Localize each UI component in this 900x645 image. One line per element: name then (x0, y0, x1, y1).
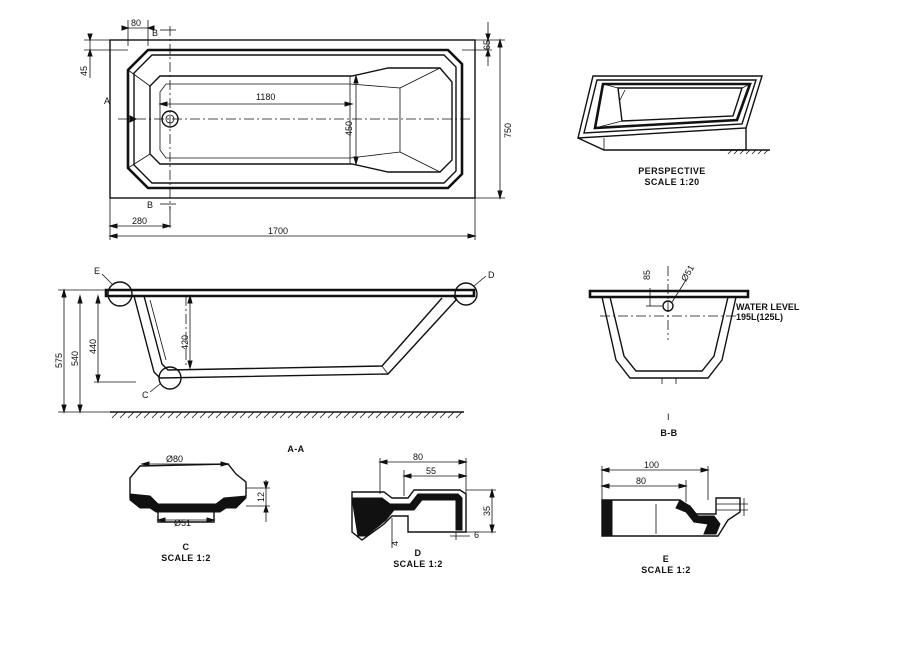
top-view: A B B 1700 280 750 65 (79, 18, 513, 240)
water-level-volume: 195L(125L) (736, 312, 783, 322)
top-view-inner-rim (126, 48, 464, 190)
detail-d-wall (351, 493, 463, 537)
detail-d-name: D (415, 548, 422, 558)
dim-height-total: 575 (54, 353, 64, 368)
section-bb-rim (588, 289, 750, 299)
perspective-rim-inner (593, 82, 752, 130)
perspective-skirt (577, 128, 747, 151)
perspective-view: PERSPECTIVE SCALE 1:20 (577, 75, 770, 187)
top-view-outer-rim (109, 39, 476, 199)
detail-d-thickness: 4 (390, 541, 400, 546)
detail-e-marker: E (94, 266, 100, 276)
top-view-corner-4 (127, 153, 151, 169)
section-b-bottom-marker: B (147, 200, 153, 210)
perspective-scale: SCALE 1:20 (644, 177, 699, 187)
top-view-corner-3 (127, 69, 151, 87)
top-view-corner-2 (399, 151, 441, 173)
detail-c-circle (158, 366, 182, 390)
dim-rim-top: 65 (482, 40, 492, 50)
detail-c-height: 12 (256, 492, 266, 502)
section-bb-caption: B-B (660, 428, 677, 438)
detail-d: 80 55 35 4 6 D SCALE 1:2 (351, 452, 496, 569)
detail-e: 100 80 E SCALE 1:2 (600, 460, 748, 575)
perspective-title: PERSPECTIVE (638, 166, 705, 176)
top-view-corner-1 (399, 67, 441, 89)
detail-d-width-outer: 80 (413, 452, 423, 462)
detail-c-top-dia: Ø80 (166, 454, 183, 464)
detail-e-scale: SCALE 1:2 (641, 565, 691, 575)
detail-d-flange: 6 (474, 530, 479, 540)
perspective-ground-hatch (727, 149, 769, 155)
detail-c-flange (129, 493, 247, 513)
section-aa: E D C 575 540 440 420 A-A (54, 266, 495, 454)
detail-c-bottom-dia: Ø51 (174, 518, 191, 528)
detail-e-width-inner: 80 (636, 476, 646, 486)
dim-height-rim: 540 (70, 351, 80, 366)
detail-c: Ø80 Ø51 12 C SCALE 1:2 (129, 454, 270, 563)
dim-overflow-height: 85 (642, 270, 652, 280)
perspective-basin-floor (617, 87, 743, 122)
section-bb-inner-shell (609, 296, 729, 372)
detail-d-width-inner: 55 (426, 466, 436, 476)
detail-e-rim-section (675, 499, 721, 535)
detail-e-width-outer: 100 (644, 460, 659, 470)
dim-waste-offset: 280 (132, 216, 147, 226)
detail-c-marker: C (142, 390, 149, 400)
section-a-marker: A (104, 96, 110, 106)
detail-e-wall (601, 499, 613, 537)
detail-d-circle (454, 282, 478, 306)
dim-rim-end: 80 (131, 18, 141, 28)
water-level-label: WATER LEVEL (736, 302, 800, 312)
dim-rim-side: 45 (79, 66, 89, 76)
dim-inner-width: 450 (344, 121, 354, 136)
detail-c-scale: SCALE 1:2 (161, 553, 211, 563)
dim-depth: 420 (180, 335, 190, 350)
detail-c-spigot (157, 512, 215, 523)
top-view-inner-line (133, 54, 457, 184)
dim-overflow-dia: Ø51 (679, 263, 696, 283)
detail-d-marker: D (488, 270, 495, 280)
detail-d-height: 35 (482, 506, 492, 516)
section-bb: 85 Ø51 WATER LEVEL 195L(125L) I B-B (588, 263, 800, 438)
section-aa-caption: A-A (287, 444, 304, 454)
section-aa-floor-hatch (111, 411, 463, 419)
section-bb-marker: I (667, 412, 670, 422)
section-aa-rim (104, 288, 476, 298)
detail-e-circle (107, 281, 133, 307)
section-bb-outer-shell (601, 296, 737, 379)
section-b-top-marker: B (152, 28, 158, 38)
dim-width: 750 (503, 123, 513, 138)
top-view-basin-inner (159, 83, 401, 159)
detail-d-scale: SCALE 1:2 (393, 559, 443, 569)
dim-length: 1700 (268, 226, 288, 236)
section-aa-inner-shell (143, 295, 443, 371)
detail-c-name: C (183, 542, 190, 552)
section-a-arrow (129, 115, 138, 123)
dim-height-inner: 440 (88, 339, 98, 354)
dim-inner-length: 1180 (256, 92, 275, 102)
detail-e-name: E (663, 554, 669, 564)
